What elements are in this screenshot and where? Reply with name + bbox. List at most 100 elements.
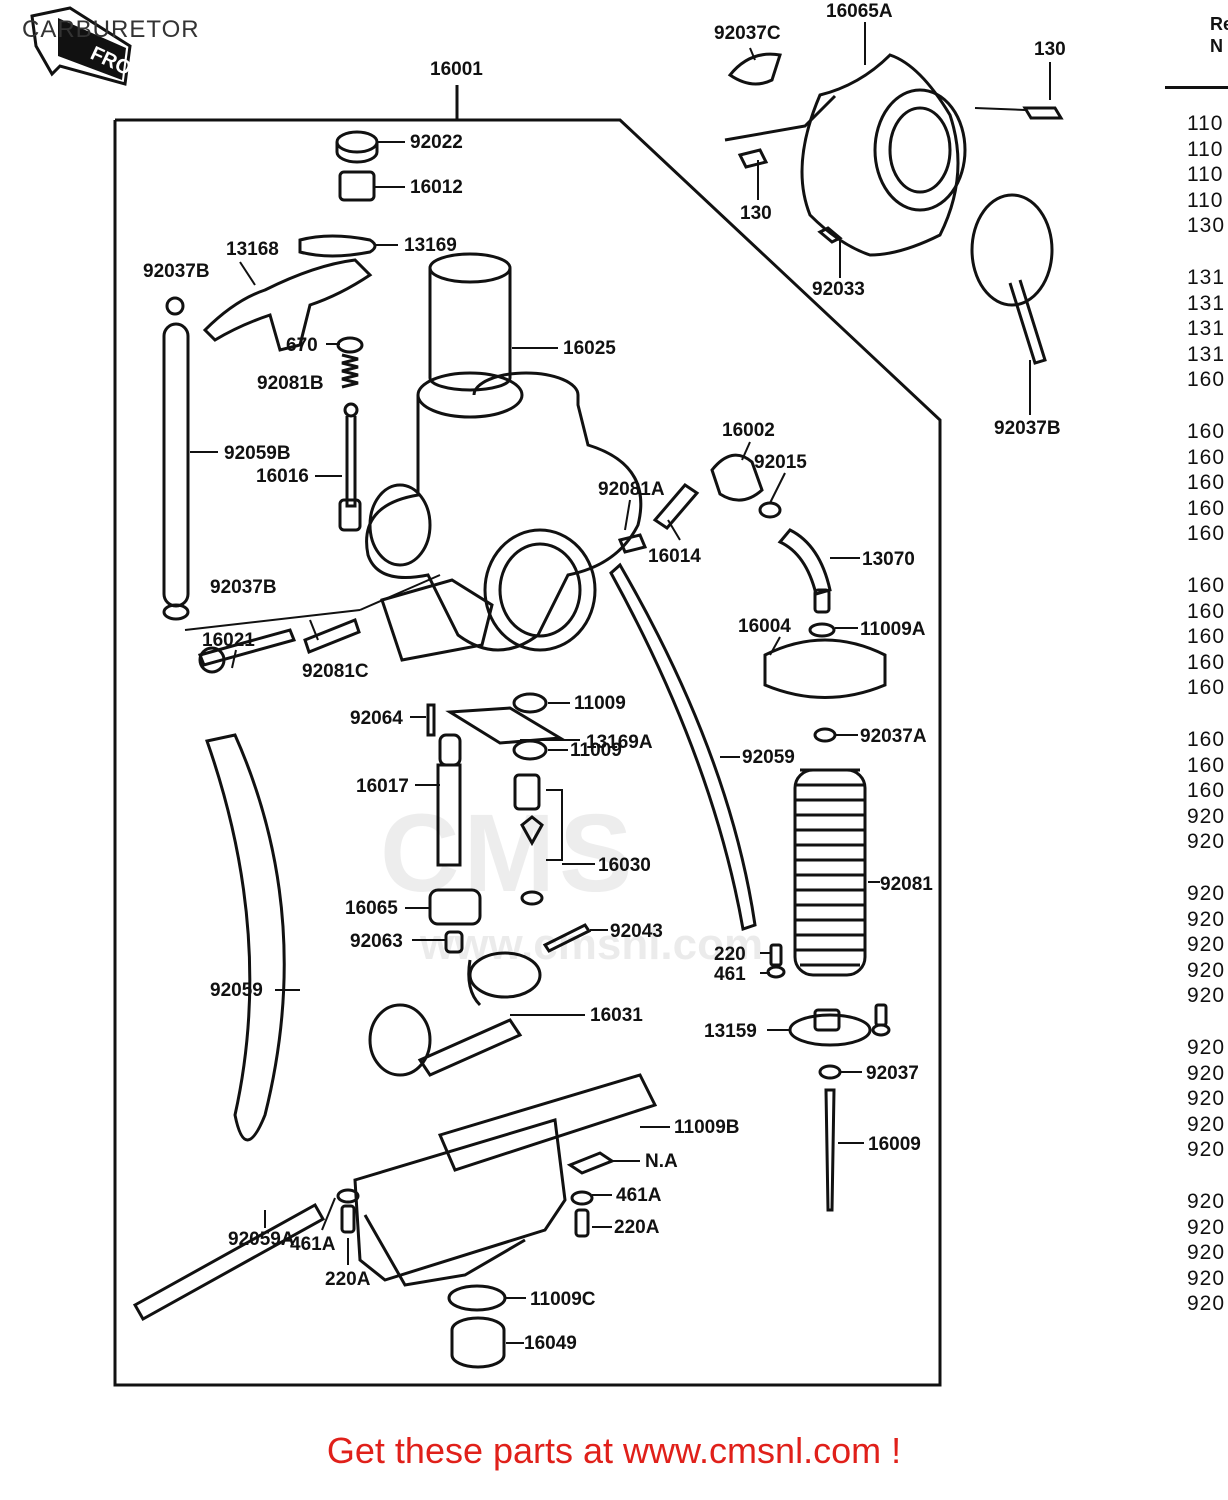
part-label: 92033 bbox=[812, 279, 865, 300]
part-label: 92064 bbox=[350, 708, 403, 729]
bolt-92064 bbox=[426, 703, 436, 737]
part-label: 16016 bbox=[256, 466, 309, 487]
part-label: 13168 bbox=[226, 239, 279, 260]
needle-16009 bbox=[824, 1088, 836, 1212]
plate-13169A bbox=[445, 706, 565, 745]
part-label: 220A bbox=[614, 1217, 660, 1238]
needle-16016 bbox=[345, 416, 357, 508]
part-label: 13169 bbox=[404, 235, 457, 256]
screw-16021 bbox=[197, 628, 297, 667]
part-label: 13169A bbox=[586, 732, 653, 753]
part-label: 16065 bbox=[345, 898, 398, 919]
ref-item: 131 bbox=[1187, 266, 1226, 289]
plate-NA bbox=[566, 1151, 616, 1175]
part-label: 92059 bbox=[210, 980, 263, 1001]
part-label: 16065A bbox=[826, 1, 893, 22]
gasket-11009B bbox=[437, 1073, 658, 1172]
part-label: 461A bbox=[290, 1234, 336, 1255]
ref-item: 920 bbox=[1187, 1292, 1226, 1316]
pin-92043 bbox=[542, 923, 592, 953]
part-label: 92081A bbox=[598, 479, 665, 500]
ref-item: 160 bbox=[1187, 574, 1226, 597]
slide-16025 bbox=[428, 252, 512, 284]
part-label: 92059A bbox=[228, 1229, 295, 1250]
part-label: 16001 bbox=[430, 59, 483, 80]
part-label: 92059B bbox=[224, 443, 291, 464]
part-label: 92015 bbox=[754, 452, 807, 473]
ref-item: 160 bbox=[1187, 445, 1226, 469]
part-label: 92059 bbox=[742, 747, 795, 768]
part-label: 16049 bbox=[524, 1333, 577, 1354]
lever-13168 bbox=[202, 258, 373, 352]
part-label: 92037B bbox=[210, 577, 277, 598]
part-label: 92037 bbox=[866, 1063, 919, 1084]
cap-16004 bbox=[763, 638, 887, 699]
ref-item: 920 bbox=[1187, 933, 1226, 957]
ref-item: 920 bbox=[1187, 882, 1226, 905]
hose-92059A bbox=[132, 1202, 326, 1322]
watermark-url: www.cmsnl.com bbox=[420, 920, 764, 969]
ref-item: 920 bbox=[1187, 1036, 1226, 1059]
drain-plug-16049 bbox=[450, 1316, 506, 1369]
ref-item: 920 bbox=[1187, 984, 1226, 1008]
tube-13070 bbox=[777, 528, 832, 596]
airbox-mouth bbox=[873, 88, 967, 212]
part-label: 13070 bbox=[862, 549, 915, 570]
part-label: 11009C bbox=[530, 1289, 596, 1310]
plate-13169 bbox=[298, 234, 377, 258]
float-bowl bbox=[353, 1118, 567, 1282]
front-arrow-icon: FRONT bbox=[30, 6, 140, 86]
part-label: N.A bbox=[645, 1151, 678, 1172]
footer-promo[interactable]: Get these parts at www.cmsnl.com ! bbox=[326, 1430, 902, 1471]
part-label: 130 bbox=[1034, 39, 1066, 60]
airbox-16065A bbox=[800, 53, 960, 257]
part-label: 13159 bbox=[704, 1021, 757, 1042]
page-title: CARBURETOR bbox=[22, 16, 200, 43]
part-label: 92037A bbox=[860, 726, 927, 747]
part-label: 16017 bbox=[356, 776, 409, 797]
clip-92033 bbox=[817, 226, 843, 244]
ref-item: 920 bbox=[1187, 1241, 1226, 1265]
watermark: CMS bbox=[380, 792, 637, 915]
ref-item: 110 bbox=[1187, 163, 1224, 187]
assembly-frame bbox=[113, 118, 942, 1387]
part-label: 92037B bbox=[994, 418, 1061, 439]
plunger-16014 bbox=[652, 483, 700, 530]
ref-item: 131 bbox=[1187, 291, 1226, 315]
part-label: 92081 bbox=[880, 874, 933, 895]
carb-outlet bbox=[483, 528, 597, 652]
part-label: 461A bbox=[616, 1185, 662, 1206]
ref-item: 920 bbox=[1187, 1266, 1226, 1290]
hose-92059-right bbox=[609, 562, 757, 931]
ref-item: 160 bbox=[1187, 420, 1226, 443]
ref-item: 160 bbox=[1187, 753, 1226, 777]
part-label: 461 bbox=[714, 964, 746, 985]
choke-16002 bbox=[710, 453, 764, 502]
part-label: 16014 bbox=[648, 546, 701, 567]
ref-item: 920 bbox=[1187, 907, 1226, 931]
hose-92059-left bbox=[205, 733, 286, 1142]
part-label: 92022 bbox=[410, 132, 463, 153]
spring-92081A bbox=[617, 533, 648, 554]
part-label: 11009 bbox=[570, 740, 622, 761]
ref-header: Re bbox=[1210, 14, 1228, 34]
ref-item: 920 bbox=[1187, 804, 1226, 828]
clip-92037C bbox=[727, 52, 782, 86]
spring-92081 bbox=[795, 768, 865, 967]
part-label: 16009 bbox=[868, 1134, 921, 1155]
ref-item: 920 bbox=[1187, 1138, 1226, 1162]
part-label: 92043 bbox=[610, 921, 663, 942]
adjuster-16012 bbox=[338, 170, 376, 202]
ref-item: 160 bbox=[1187, 522, 1226, 546]
bolt-130-left bbox=[737, 148, 769, 169]
ref-item: 160 bbox=[1187, 625, 1226, 649]
spring-92081B bbox=[341, 353, 359, 389]
ref-item: 110 bbox=[1187, 112, 1224, 135]
carb-inlet bbox=[368, 483, 432, 567]
tube-92059B bbox=[162, 322, 190, 608]
ref-item: 131 bbox=[1187, 317, 1226, 341]
ref-item: 160 bbox=[1187, 471, 1226, 495]
bolt-130-right bbox=[1022, 106, 1064, 120]
ref-item: 920 bbox=[1187, 1087, 1226, 1111]
carb-body bbox=[365, 371, 643, 652]
